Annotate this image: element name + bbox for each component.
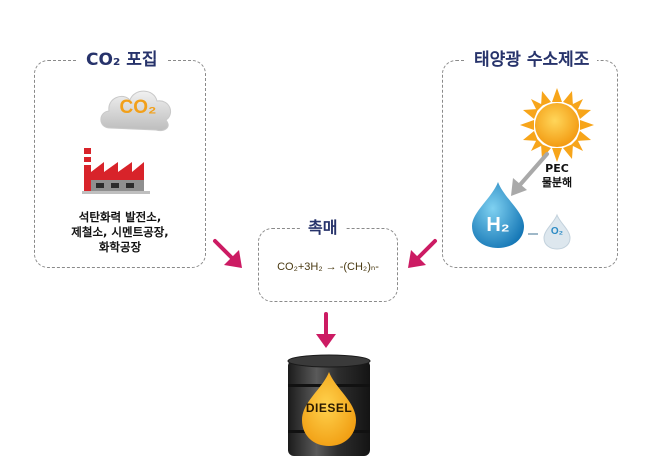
h2-droplet-icon (472, 182, 524, 248)
arrow-capture-to-catalyst (213, 239, 242, 268)
pec-caption: PEC 물분해 (532, 162, 582, 190)
o2-label: O₂ (550, 226, 564, 237)
arrow-solar-to-catalyst (408, 239, 437, 268)
pec-arrow-icon (511, 152, 549, 196)
pec-line-1: PEC (545, 162, 569, 175)
co2-source-caption: 석탄화력 발전소, 제철소, 시멘트공장, 화학공장 (44, 210, 196, 255)
co2-capture-title: CO₂ 포집 (78, 50, 166, 70)
diesel-barrel-icon (287, 354, 371, 456)
o2-droplet-icon (543, 213, 571, 250)
separator-dash (528, 233, 538, 235)
co2-cloud-icon (100, 90, 172, 131)
reaction-equation: CO₂+3H₂ → -(CH₂)ₙ- (277, 261, 379, 273)
catalyst-title: 촉매 (300, 218, 346, 238)
source-line-1: 석탄화력 발전소, (78, 210, 162, 224)
solar-hydrogen-title: 태양광 수소제조 (466, 50, 598, 70)
source-line-3: 화학공장 (98, 240, 142, 254)
diesel-label: DIESEL (305, 401, 353, 415)
factory-icon (82, 148, 150, 194)
co2-cloud-label: CO₂ (119, 97, 157, 118)
pec-line-2: 물분해 (541, 176, 573, 189)
arrow-catalyst-to-diesel (316, 312, 336, 348)
source-line-2: 제철소, 시멘트공장, (71, 225, 169, 239)
h2-label: H₂ (486, 214, 510, 236)
